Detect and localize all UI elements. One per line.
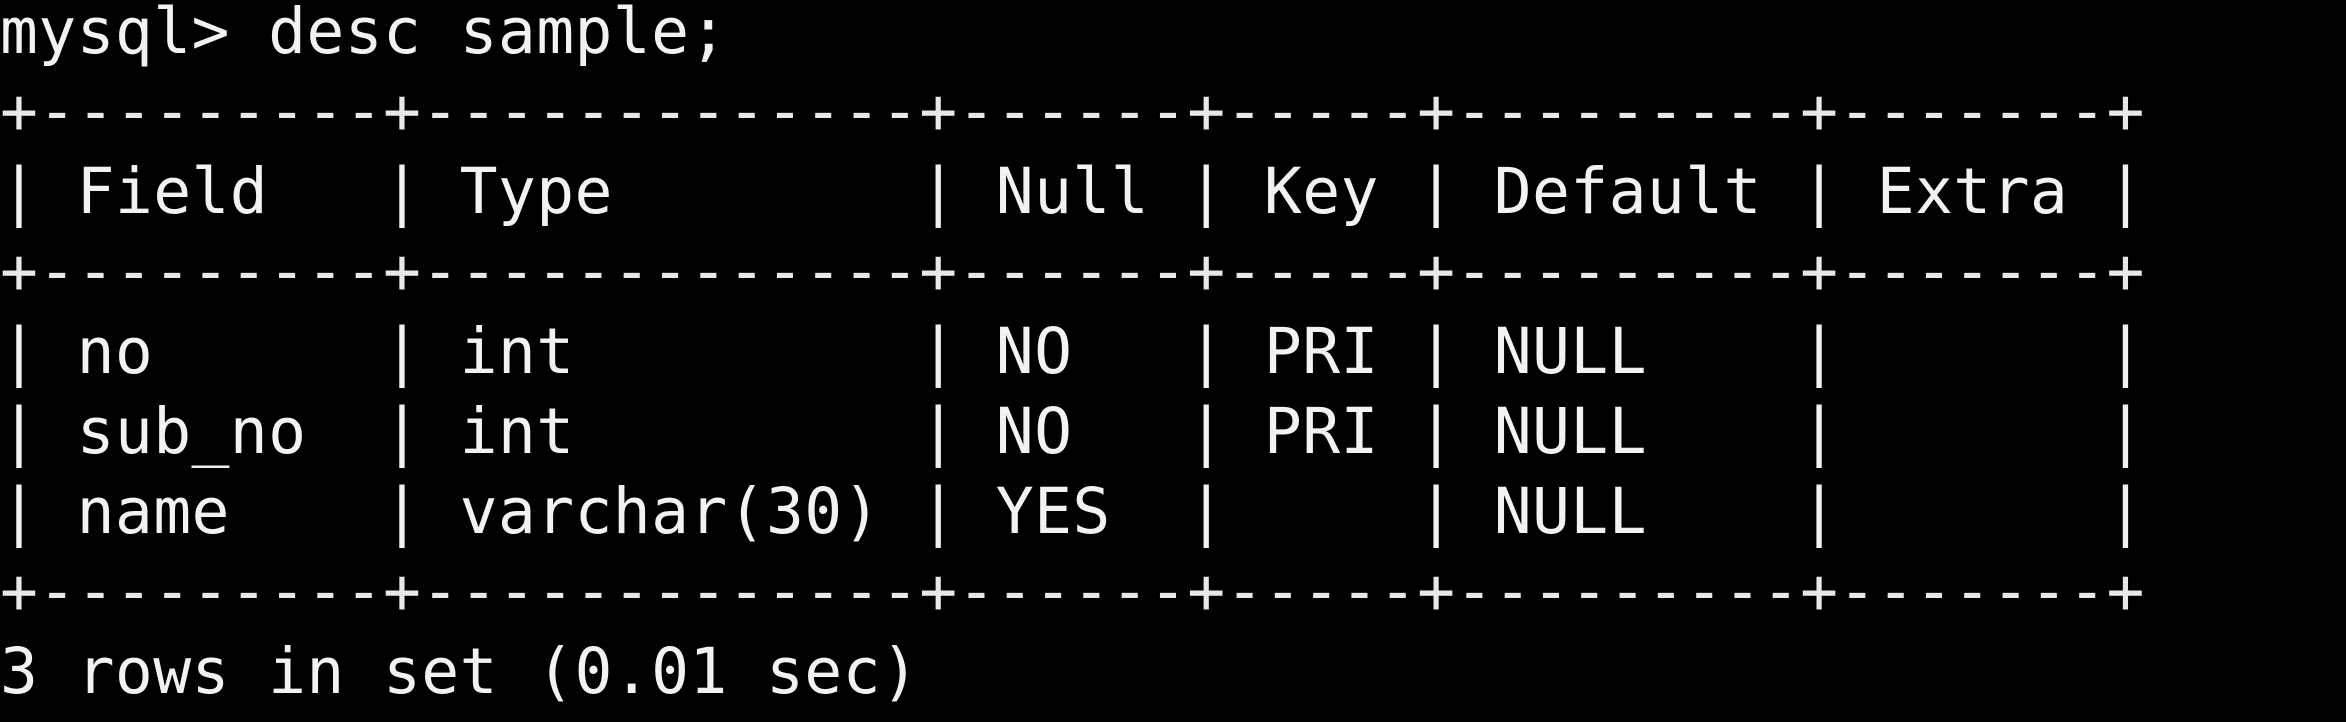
table-header-row: | Field | Type | Null | Key | Default | …: [0, 155, 2145, 228]
command-prompt-line: mysql> desc sample;: [0, 0, 728, 68]
table-border-middle: +---------+-------------+------+-----+--…: [0, 235, 2145, 308]
table-row: | no | int | NO | PRI | NULL | |: [0, 315, 2145, 388]
table-row: | sub_no | int | NO | PRI | NULL | |: [0, 395, 2145, 468]
table-border-top: +---------+-------------+------+-----+--…: [0, 75, 2145, 148]
result-summary-line: 3 rows in set (0.01 sec): [0, 635, 920, 708]
table-border-bottom: +---------+-------------+------+-----+--…: [0, 555, 2145, 628]
table-row: | name | varchar(30) | YES | | NULL | |: [0, 475, 2145, 548]
